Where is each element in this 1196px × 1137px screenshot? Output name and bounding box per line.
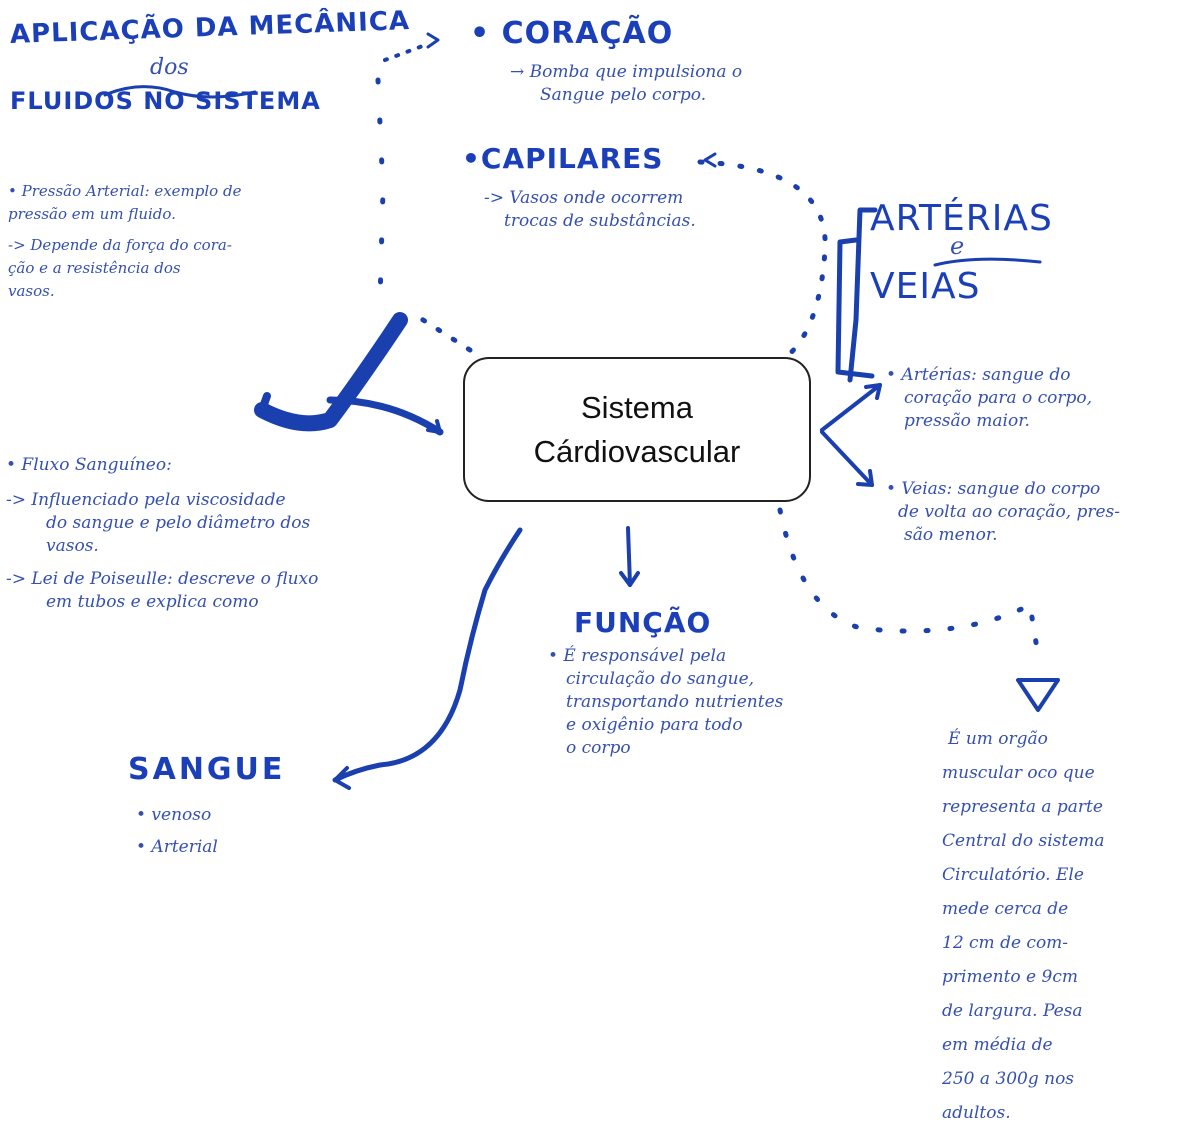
orgao-line: representa a parte	[942, 797, 1103, 817]
funcao-section: FUNÇÃO • É responsável pela circulação d…	[548, 606, 783, 760]
squiggle-dos	[103, 85, 257, 99]
orgao-line: mede cerca de	[942, 899, 1069, 919]
orgao-line: de largura. Pesa	[942, 1001, 1083, 1021]
capilares-line: -> Vasos onde ocorrem	[484, 188, 684, 208]
aplicacao-line: • Pressão Arterial: exemplo de	[8, 182, 242, 200]
funcao-line: • É responsável pela	[548, 646, 727, 666]
wavy-arrow-sangue	[332, 527, 523, 783]
orgao-line: 250 a 300g nos	[942, 1069, 1075, 1089]
arterias-line: • Artérias: sangue do	[886, 365, 1071, 385]
funcao-line: o corpo	[566, 738, 631, 758]
thick-arrow-left	[254, 312, 408, 432]
arterias-title: ARTÉRIAS	[870, 198, 1053, 239]
dotted-line-capilares	[697, 159, 828, 361]
orgao-line: 12 cm de com-	[942, 933, 1069, 953]
orgao-line: primento e 9cm	[942, 967, 1078, 987]
squiggle-e	[933, 257, 1042, 267]
orgao-line: Central do sistema	[942, 831, 1105, 851]
aplicacao-line: ção e a resistência dos	[8, 259, 181, 277]
sangue-line: • Arterial	[136, 837, 218, 857]
arterias-text: • Artérias: sangue do coração para o cor…	[886, 364, 1092, 433]
veias-line: • Veias: sangue do corpo	[886, 479, 1101, 499]
bracket	[835, 207, 878, 383]
dotted-line-orgao	[777, 507, 1041, 658]
arterias-veias-section: ARTÉRIAS e VEIAS	[870, 198, 1053, 307]
orgao-line: adultos.	[942, 1103, 1011, 1123]
arterias-line: coração para o corpo,	[904, 388, 1093, 408]
e-connector: e	[950, 232, 965, 260]
sangue-section: SANGUE • venoso • Arterial	[128, 752, 285, 863]
arrow-to-arterias	[820, 383, 882, 432]
veias-title: VEIAS	[870, 266, 981, 307]
orgao-text: É um orgão muscular oco que representa a…	[942, 722, 1105, 1130]
aplicacao-line: pressão em um fluido.	[8, 205, 176, 223]
capilares-section: •CAPILARES -> Vasos onde ocorrem trocas …	[462, 142, 696, 233]
funcao-line: circulação do sangue,	[566, 669, 755, 689]
arrow-to-funcao	[626, 526, 632, 587]
triangle-icon	[1016, 678, 1060, 712]
sangue-title: SANGUE	[128, 752, 286, 787]
veias-line: de volta ao coração, pres-	[898, 502, 1121, 522]
arterias-line: pressão maior.	[904, 411, 1030, 431]
coracao-section: • CORAÇÃO → Bomba que impulsiona o Sangu…	[470, 16, 742, 107]
coracao-line: Sangue pelo corpo.	[540, 85, 707, 105]
central-node: Sistema Cárdiovascular	[463, 357, 811, 502]
aplicacao-dos: dos	[150, 55, 189, 80]
capilares-line: trocas de substâncias.	[504, 211, 696, 231]
arrowhead-coracao	[426, 32, 440, 49]
coracao-title: • CORAÇÃO	[470, 16, 674, 51]
funcao-title: FUNÇÃO	[574, 606, 712, 639]
aplicacao-section: APLICAÇÃO DA MECÂNICA dos FLUIDOS NO SIS…	[9, 6, 410, 115]
sangue-line: • venoso	[136, 805, 212, 825]
orgao-line: Circulatório. Ele	[942, 865, 1084, 885]
veias-text: • Veias: sangue do corpo de volta ao cor…	[886, 478, 1120, 547]
funcao-line: e oxigênio para todo	[566, 715, 743, 735]
central-line-2: Cárdiovascular	[533, 433, 741, 469]
aplicacao-text: • Pressão Arterial: exemplo de pressão e…	[8, 180, 241, 303]
coracao-line: → Bomba que impulsiona o	[510, 62, 743, 82]
aplicacao-line: vasos.	[8, 282, 55, 300]
veias-line: são menor.	[904, 525, 998, 545]
fluidos-title: FLUIDOS NO SISTEMA	[10, 87, 321, 115]
funcao-line: transportando nutrientes	[566, 692, 784, 712]
fluxo-line: do sangue e pelo diâmetro dos	[46, 513, 311, 533]
fluxo-line: em tubos e explica como	[46, 592, 259, 612]
fluxo-text: • Fluxo Sanguíneo: -> Influenciado pela …	[6, 454, 318, 614]
fluxo-line: • Fluxo Sanguíneo:	[6, 455, 172, 475]
fluxo-line: -> Lei de Poiseulle: descreve o fluxo	[6, 569, 319, 589]
dotted-arrow-to-coracao	[383, 42, 430, 62]
aplicacao-line: -> Depende da força do cora-	[8, 236, 232, 254]
arrow-to-veias	[820, 430, 874, 487]
orgao-line: É um orgão	[948, 729, 1048, 749]
orgao-line: muscular oco que	[942, 763, 1095, 783]
fluxo-line: vasos.	[46, 536, 99, 556]
fluxo-line: -> Influenciado pela viscosidade	[6, 490, 286, 510]
central-line-1: Sistema	[581, 389, 693, 425]
dotted-line-box-left	[417, 315, 473, 353]
orgao-line: em média de	[942, 1035, 1053, 1055]
capilares-title: •CAPILARES	[462, 142, 664, 175]
